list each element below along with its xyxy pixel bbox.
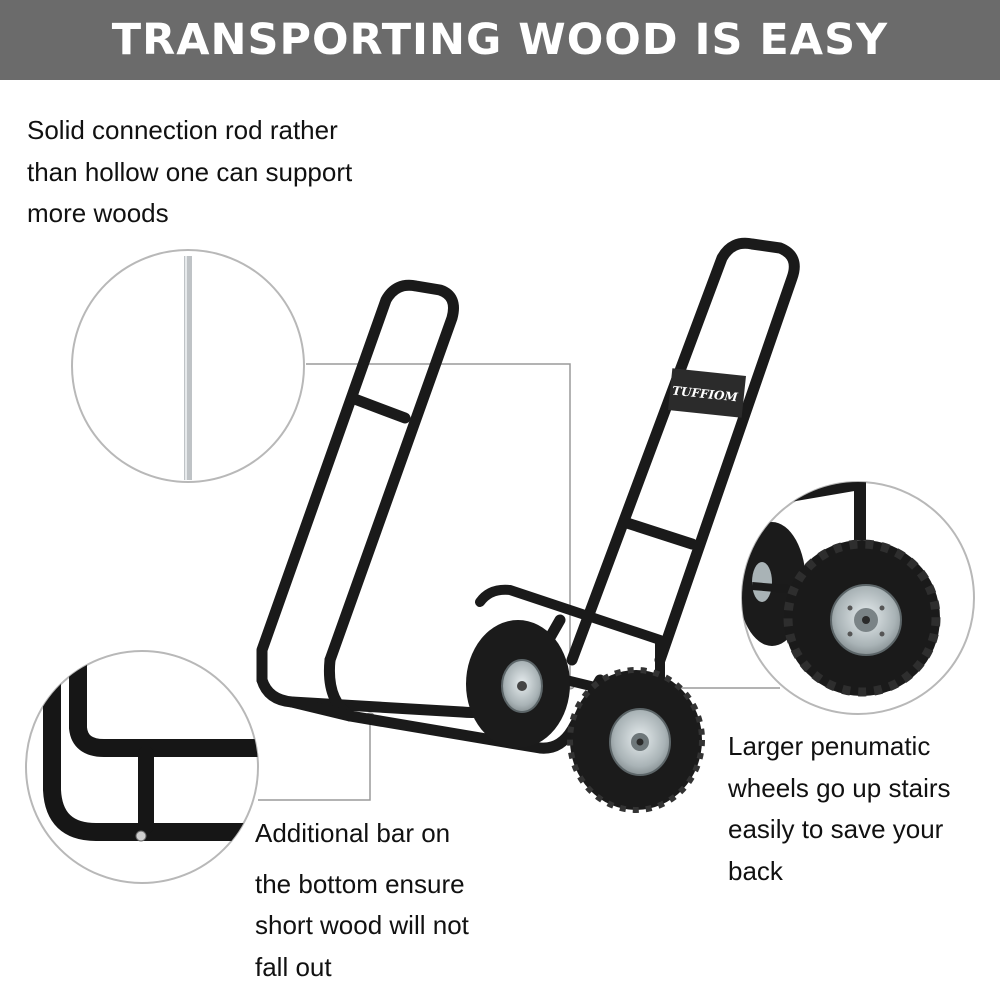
pneumatic-wheel-closeup-icon	[738, 482, 974, 714]
bar-leader-line	[258, 720, 370, 800]
bottom-bar-closeup-icon	[26, 651, 270, 883]
front-wheel	[570, 670, 702, 810]
solid-rod-closeup-icon	[72, 250, 304, 482]
back-wheel	[466, 620, 570, 748]
